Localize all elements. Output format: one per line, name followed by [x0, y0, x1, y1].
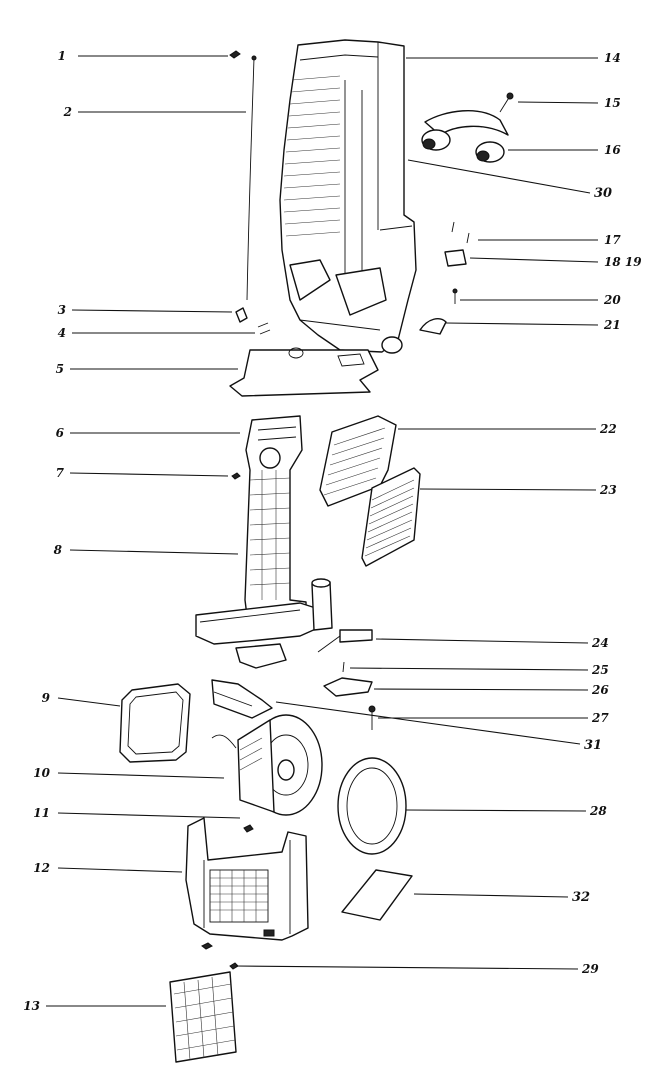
callout-12: 12	[33, 861, 50, 875]
leader-32	[413, 893, 569, 898]
part-15-screw	[499, 92, 514, 113]
leader-31	[275, 701, 581, 745]
part-1-screw	[229, 50, 241, 59]
leader-8	[69, 549, 239, 555]
part-9-gasket-ring	[119, 683, 191, 763]
leader-30	[407, 159, 591, 194]
leader-lines	[46, 55, 599, 1007]
part-2-cord	[246, 55, 257, 301]
part-27-screw	[368, 705, 376, 730]
part-31-motor-bracket	[211, 679, 273, 719]
part-13-filter	[169, 971, 237, 1063]
part-21-latch	[419, 318, 447, 335]
callout-11: 11	[33, 806, 50, 820]
leader-10	[57, 772, 225, 779]
callout-9: 9	[42, 691, 51, 705]
part-22-filter-panel	[319, 415, 397, 507]
callout-22: 22	[599, 422, 617, 436]
leader-12	[57, 867, 183, 873]
part-3-clip	[235, 307, 248, 323]
part-11-clip	[243, 824, 254, 833]
callout-31: 31	[584, 738, 602, 753]
part-10-motor	[211, 714, 323, 816]
leader-7	[69, 472, 229, 477]
part-16-handle	[421, 110, 509, 163]
leader-9	[57, 697, 121, 707]
callout-26: 26	[591, 683, 609, 697]
part-18-19-plate	[444, 249, 467, 267]
callout-8: 8	[54, 543, 63, 557]
callout-30: 30	[594, 186, 612, 201]
callout-25: 25	[591, 663, 609, 677]
callout-2: 2	[63, 105, 72, 119]
callout-20: 20	[603, 293, 621, 307]
callout-29: 29	[581, 962, 599, 976]
part-23-grille	[361, 467, 421, 567]
callout-28: 28	[589, 804, 607, 818]
leader-23	[419, 488, 597, 491]
part-25-pin	[342, 661, 345, 673]
callout-32: 32	[572, 890, 590, 905]
callout-16: 16	[604, 143, 621, 157]
callout-4: 4	[58, 326, 66, 340]
part-26-plate	[323, 677, 373, 697]
callout-27: 27	[591, 711, 609, 725]
callout-6: 6	[56, 426, 65, 440]
leader-18-19	[469, 257, 599, 263]
leader-15	[517, 101, 599, 104]
callout-5: 5	[56, 362, 64, 376]
leader-26	[373, 688, 589, 691]
leader-11	[57, 812, 241, 819]
part-24-bracket	[317, 629, 373, 653]
leader-3	[71, 309, 233, 313]
part-12-lower-housing	[185, 817, 309, 941]
part-14-upper-housing	[279, 39, 417, 354]
callout-labels: 1 2 3 4 5 6 7 8 9 10 11 12 13 14 15 16 1…	[23, 49, 642, 1013]
callout-1: 1	[58, 49, 66, 63]
callout-23: 23	[599, 483, 617, 497]
part-4-pins	[257, 322, 271, 335]
part-20-screw	[452, 288, 458, 304]
callout-18-19: 18 19	[604, 255, 642, 269]
callout-13: 13	[23, 999, 40, 1013]
callout-17: 17	[604, 233, 621, 247]
callout-10: 10	[33, 766, 50, 780]
callout-15: 15	[604, 96, 621, 110]
part-5-gasket	[229, 347, 379, 397]
leader-29	[235, 965, 579, 970]
callout-7: 7	[56, 466, 65, 480]
part-28-ring	[337, 757, 407, 855]
callout-21: 21	[603, 318, 621, 332]
part-7-screw	[231, 472, 241, 480]
leader-28	[405, 809, 587, 812]
callout-3: 3	[58, 303, 66, 317]
leader-25	[349, 667, 589, 671]
leader-24	[375, 638, 589, 644]
part-6-8-duct-frame	[195, 415, 333, 669]
leader-21	[445, 322, 599, 326]
callout-24: 24	[591, 636, 609, 650]
part-screw-lower	[201, 942, 213, 950]
callout-14: 14	[604, 51, 621, 65]
part-32-pad	[341, 869, 413, 921]
part-17-pins	[451, 221, 470, 244]
